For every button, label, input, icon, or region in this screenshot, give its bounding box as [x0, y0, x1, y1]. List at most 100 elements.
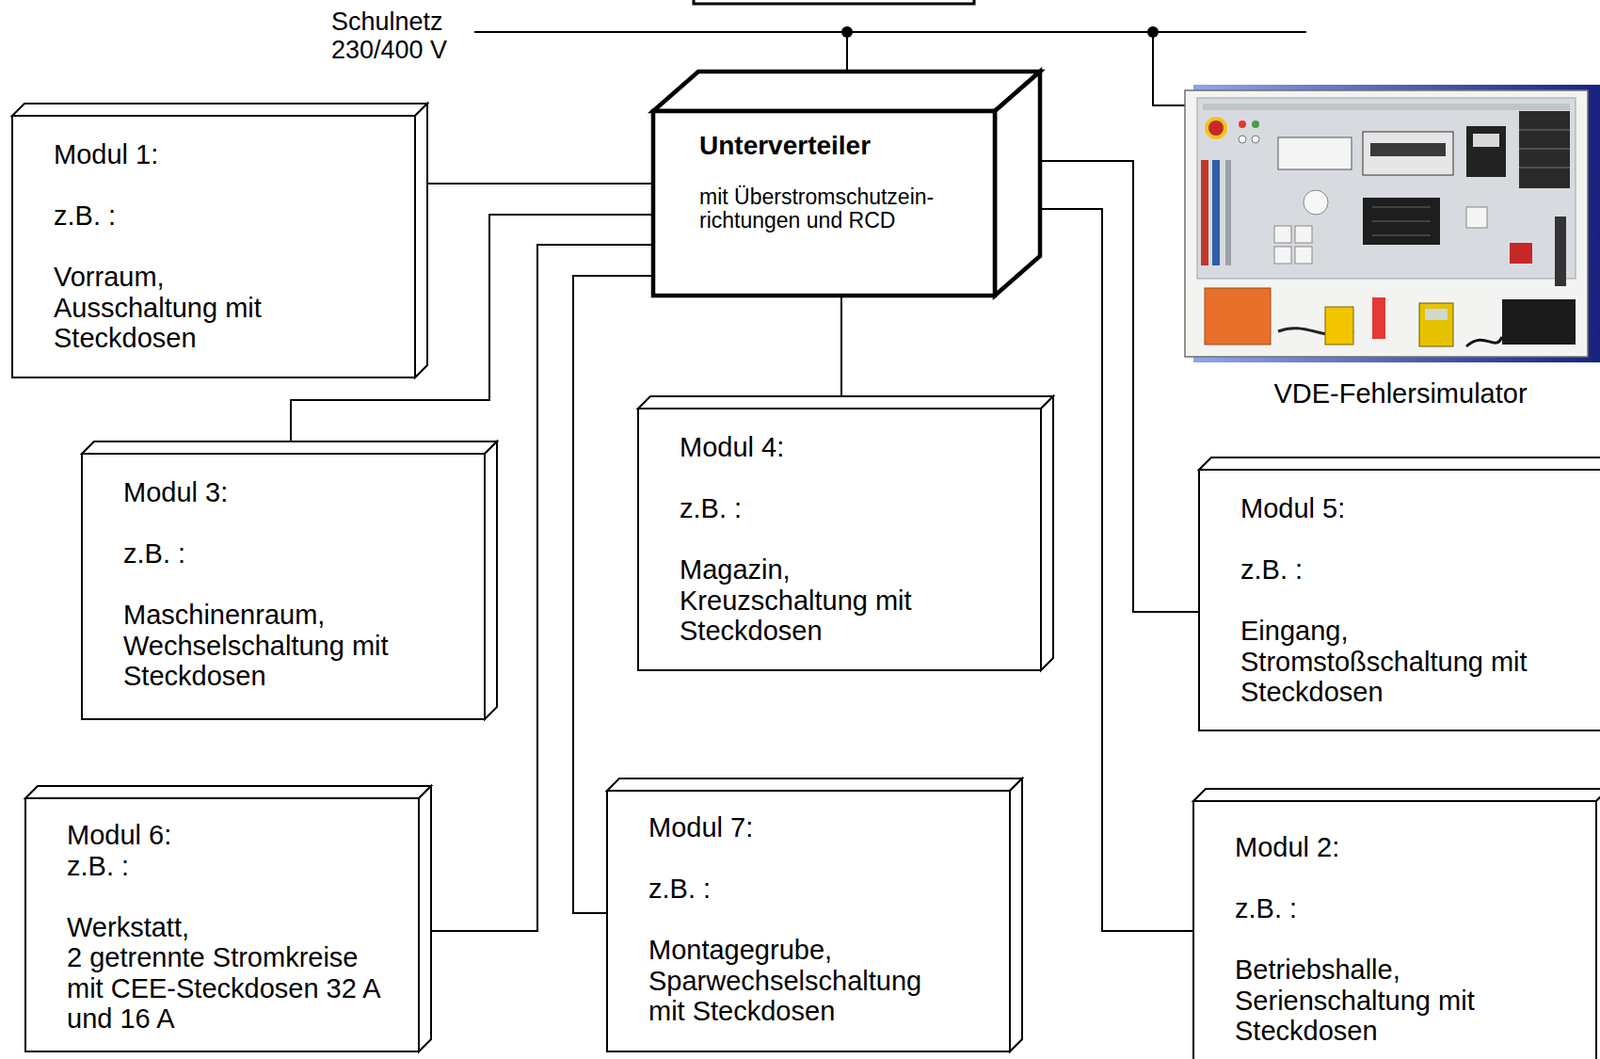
- indicator-lamp: [1251, 120, 1260, 128]
- module-box: Modul 2:z.B. :Betriebshalle,Serienschalt…: [1193, 788, 1600, 1059]
- box-text: Montagegrube,: [648, 934, 945, 966]
- box-heading: Modul 1:: [53, 139, 351, 171]
- box-heading: Modul 4:: [679, 432, 976, 464]
- display-box: [1278, 137, 1352, 170]
- box-text: z.B. :: [648, 873, 945, 905]
- box-text: Stromstoßschaltung mit Steckdosen: [1240, 646, 1537, 708]
- module-box: Modul 1: z.B. : Vorraum,Ausschaltung mit S…: [12, 103, 428, 378]
- trainer-photo: [1184, 84, 1600, 364]
- switch: [1295, 246, 1312, 264]
- binder: [1204, 288, 1271, 345]
- photo-frame: [1184, 90, 1588, 357]
- blue-tube: [1212, 160, 1220, 266]
- module-box: Unterverteiler mit Überstromschutzein- ri…: [653, 71, 1040, 296]
- tester: [1325, 306, 1354, 345]
- box-heading: Unterverteiler: [699, 130, 982, 161]
- grey-tube: [1225, 160, 1232, 266]
- box-face: [484, 441, 497, 720]
- meter-display: [1424, 308, 1448, 320]
- panel-rail: [1202, 103, 1570, 111]
- box-text: z.B. :: [1234, 893, 1532, 925]
- panel-board: [1197, 97, 1576, 279]
- box-text: Wechselschaltung mit Steckdosen: [123, 630, 420, 692]
- red-tube: [1200, 160, 1209, 266]
- energy-meter: [1466, 126, 1506, 177]
- box-heading: Modul 5:: [1240, 493, 1537, 525]
- box-face: [418, 785, 432, 1052]
- box-face: [1199, 469, 1600, 731]
- feeder-line: [1040, 208, 1194, 931]
- box-face: [638, 396, 1054, 409]
- cut-frame: [693, 0, 975, 4]
- box-text: Magazin,: [679, 554, 976, 586]
- box-face: [607, 790, 1010, 1052]
- box-face: [1040, 396, 1054, 671]
- grid-lines: [1372, 207, 1431, 236]
- box-text: mit Überstromschutzein- richtungen und R…: [699, 185, 982, 233]
- module-box: Modul 3:z.B. :Maschinenraum,Wechselschal…: [81, 441, 497, 720]
- box-text: Serienschaltung mit Steckdosen: [1234, 985, 1532, 1047]
- test-lead: [1466, 336, 1503, 347]
- box-text: Sparwechselschaltung mit Steckdosen: [648, 965, 945, 1027]
- box-text: Maschinenraum,: [123, 599, 420, 631]
- module-box: Modul 4: z.B. : Magazin,Kreuzschaltung mit…: [638, 396, 1054, 671]
- box-heading: VDE-Fehlersimulator: [1200, 378, 1600, 410]
- module-box: Modul 5:z.B. :Eingang,Stromstoßschaltung…: [1199, 457, 1600, 731]
- cee-socket: [1509, 242, 1533, 264]
- box-text: z.B. :: [53, 200, 351, 232]
- box-face: [638, 408, 1041, 671]
- grid-lines: [1519, 129, 1570, 168]
- box-text: z.B. :: [66, 850, 391, 882]
- box-text: Ausschaltung mit Steckdosen: [53, 292, 351, 354]
- estop-button: [1208, 120, 1224, 136]
- estop-ring: [1204, 116, 1228, 140]
- box-text: z.B. :: [123, 538, 420, 570]
- box-face: [1193, 800, 1597, 1059]
- box-face: [1199, 457, 1600, 470]
- meter-window: [1472, 133, 1500, 147]
- probe: [1372, 297, 1386, 339]
- box-face: [25, 798, 419, 1052]
- box-face: [1193, 788, 1600, 801]
- box-text: 2 getrennte Stromkreise mit CEE-Steckdos…: [66, 942, 391, 1035]
- feed-line: [846, 32, 848, 74]
- simulator-panel: VDE-Fehlersimulator: [1184, 84, 1600, 415]
- lamp-bulb: [1303, 190, 1328, 215]
- box-heading: Modul 6:: [66, 819, 391, 851]
- feed-line: [1152, 32, 1186, 106]
- module-box: Modul 6:z.B. : Werkstatt,2 getrennte Stro…: [25, 785, 432, 1052]
- meter-window: [1370, 143, 1446, 157]
- indicator-lamp: [1251, 135, 1260, 144]
- box-face: [994, 71, 1040, 296]
- breaker-grid: [1519, 111, 1570, 189]
- box-face: [1009, 778, 1023, 1052]
- module-box: Modul 7:z.B. :Montagegrube,Sparwechselsc…: [607, 778, 1023, 1052]
- cable-post: [1554, 216, 1567, 287]
- network-label: Schulnetz 230/400 V: [331, 7, 464, 64]
- box-face: [415, 103, 428, 378]
- box-text: z.B. :: [679, 493, 976, 525]
- box-heading: Modul 2:: [1234, 832, 1532, 864]
- box-text: Werkstatt,: [66, 912, 391, 944]
- box-face: [607, 778, 1023, 791]
- feeder-line: [840, 295, 843, 397]
- box-text: Kreuzschaltung mit Steckdosen: [679, 585, 976, 647]
- multimeter: [1419, 303, 1454, 347]
- socket: [1295, 225, 1312, 243]
- meter-box: [1362, 131, 1454, 176]
- box-face: [12, 115, 416, 378]
- indicator-lamp: [1238, 135, 1247, 144]
- box-face: [653, 71, 1040, 112]
- switch: [1274, 246, 1292, 264]
- feeder-line: [427, 182, 654, 185]
- installation-tester: [1502, 299, 1576, 345]
- box-face: [653, 111, 995, 296]
- box-face: [25, 785, 432, 799]
- terminal-grid: [1362, 197, 1440, 245]
- box-text: Vorraum,: [53, 261, 351, 293]
- feeder-line: [1040, 160, 1200, 612]
- indicator-lamp: [1238, 120, 1247, 128]
- box-outline: [653, 71, 1040, 296]
